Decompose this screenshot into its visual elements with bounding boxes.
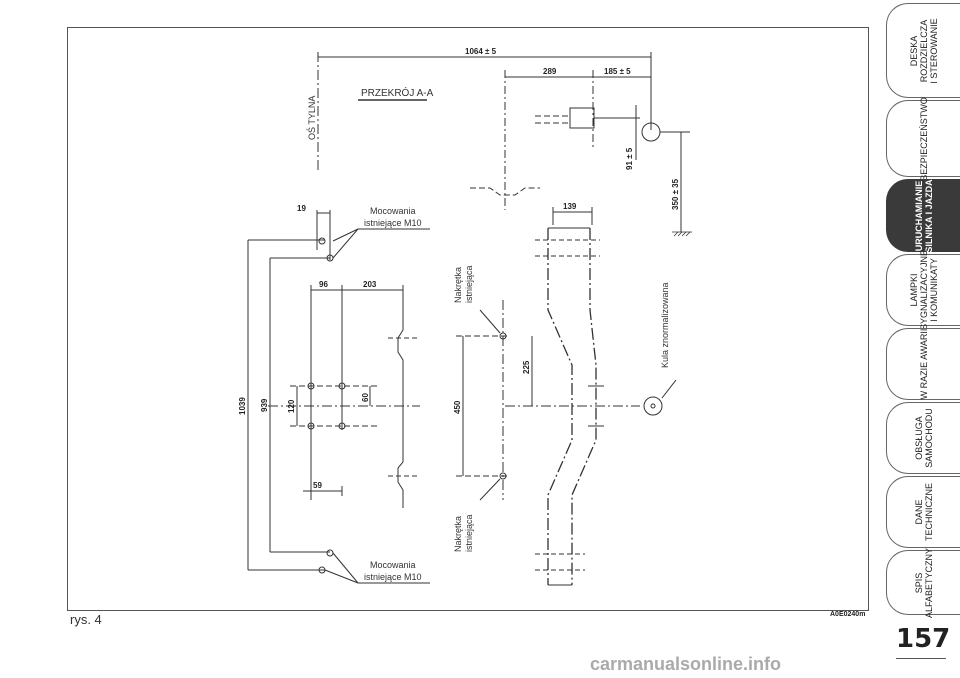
tab-label: OBSŁUGA SAMOCHODU — [913, 408, 934, 468]
dim-203: 203 — [363, 280, 377, 289]
nut-label-bottom-2: istniejąca — [464, 514, 474, 552]
dim-225: 225 — [522, 360, 531, 374]
figure-code: A0E0240m — [830, 611, 866, 618]
mount-label-top-2: istniejące M10 — [364, 218, 422, 228]
nut-label-top-1: Nakrętka — [453, 267, 463, 303]
dim-185: 185 ± 5 — [604, 67, 631, 76]
dim-1064: 1064 ± 5 — [465, 47, 497, 56]
tab-lampki[interactable]: LAMPKI SYGNALIZACYJNE I KOMUNIKATY — [886, 250, 960, 330]
dim-450: 450 — [453, 400, 462, 414]
tab-w-razie-awarii[interactable]: W RAZIE AWARII — [886, 328, 960, 400]
tab-spis-alfabetyczny[interactable]: SPIS ALFABETYCZNY — [886, 547, 960, 618]
dim-289: 289 — [543, 67, 557, 76]
dim-96: 96 — [319, 280, 328, 289]
dim-59: 59 — [313, 481, 322, 490]
watermark: carmanualsonline.info — [590, 654, 782, 674]
tab-label: DANE TECHNICZNE — [913, 483, 934, 541]
tab-label: URUCHAMIANIE SILNIKA I JAZDA — [913, 178, 934, 253]
dim-939: 939 — [260, 398, 269, 412]
tab-deska-rozdzielcza[interactable]: DESKA ROZDZIELCZA I STEROWANIE — [886, 3, 960, 98]
ball-label: Kula znormalizowana — [660, 282, 670, 368]
page-number: 157 — [896, 624, 951, 654]
tab-label: BEZPIECZEŃSTWO — [918, 96, 929, 181]
nut-label-bottom-1: Nakrętka — [453, 516, 463, 552]
tab-uruchamianie[interactable]: URUCHAMIANIE SILNIKA I JAZDA — [886, 179, 960, 252]
dim-19: 19 — [297, 204, 306, 213]
figure-frame — [67, 27, 869, 611]
chapter-tabs: DESKA ROZDZIELCZA I STEROWANIE BEZPIECZE… — [886, 0, 960, 618]
tab-bezpieczenstwo[interactable]: BEZPIECZEŃSTWO — [886, 97, 960, 180]
tab-label: SPIS ALFABETYCZNY — [913, 547, 934, 618]
dim-350: 350 ± 35 — [671, 178, 680, 210]
tab-label: W RAZIE AWARII — [918, 328, 929, 400]
nut-label-top-2: istniejąca — [464, 265, 474, 303]
mount-label-bottom-2: istniejące M10 — [364, 572, 422, 582]
tab-label: DESKA ROZDZIELCZA I STEROWANIE — [908, 17, 939, 84]
dim-1039: 1039 — [238, 397, 247, 415]
dim-91: 91 ± 5 — [625, 147, 634, 170]
figure-label: rys. 4 — [70, 612, 102, 627]
mount-label-top-1: Mocowania — [370, 206, 416, 216]
tab-obsluga[interactable]: OBSŁUGA SAMOCHODU — [886, 402, 960, 474]
dim-60: 60 — [361, 393, 370, 402]
tab-dane-techniczne[interactable]: DANE TECHNICZNE — [886, 476, 960, 548]
dim-139: 139 — [563, 202, 577, 211]
dim-120: 120 — [287, 399, 296, 413]
page-number-rule — [896, 658, 946, 659]
mount-label-bottom-1: Mocowania — [370, 560, 416, 570]
tab-label: LAMPKI SYGNALIZACYJNE I KOMUNIKATY — [908, 249, 939, 331]
axis-label: OŚ TYLNA — [306, 96, 317, 140]
section-title: PRZEKRÓJ A-A — [361, 86, 434, 99]
